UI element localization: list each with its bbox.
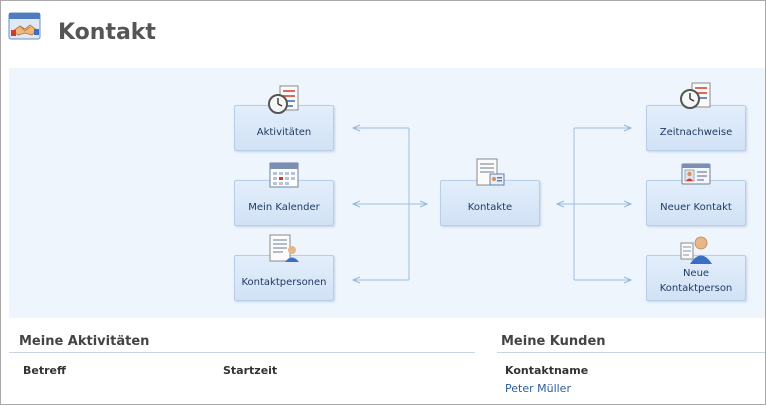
column-header-betreff[interactable]: Betreff <box>23 364 66 377</box>
node-label: Kontakte <box>467 202 513 213</box>
node-mein-kalender[interactable]: Mein Kalender <box>234 180 334 226</box>
contacts-icon <box>473 157 507 189</box>
customers-section-title: Meine Kunden <box>501 334 606 349</box>
node-kontaktpersonen[interactable]: Kontaktpersonen <box>234 255 334 301</box>
activities-divider <box>9 352 475 353</box>
node-label: Neue Kontaktperson <box>659 268 733 294</box>
page-title: Kontakt <box>58 20 156 45</box>
node-label: Neuer Kontakt <box>660 202 732 213</box>
calendar-icon <box>267 160 301 192</box>
contact-list-icon <box>267 233 301 265</box>
connector-lines <box>9 68 765 318</box>
node-neuer-kontakt[interactable]: Neuer Kontakt <box>646 180 746 226</box>
activities-section-title: Meine Aktivitäten <box>19 334 150 349</box>
handshake-icon <box>8 12 42 42</box>
column-header-startzeit[interactable]: Startzeit <box>223 364 278 377</box>
node-label: Kontaktpersonen <box>241 277 327 288</box>
node-label: Mein Kalender <box>248 202 320 213</box>
id-card-icon <box>679 158 713 190</box>
column-header-kontaktname[interactable]: Kontaktname <box>505 364 589 377</box>
navigation-diagram: Aktivitäten Mein Kalender <box>9 68 765 318</box>
node-label: Zeitnachweise <box>659 127 733 138</box>
node-kontakte[interactable]: Kontakte <box>440 180 540 226</box>
customer-link-peter-mueller[interactable]: Peter Müller <box>505 382 571 395</box>
page-header: Kontakt <box>1 1 765 67</box>
node-aktivitaeten[interactable]: Aktivitäten <box>234 105 334 151</box>
node-label: Aktivitäten <box>256 127 312 138</box>
clock-document-icon <box>679 82 713 114</box>
clock-document-icon <box>267 85 301 117</box>
customers-divider <box>497 352 765 353</box>
person-add-icon <box>679 233 713 265</box>
